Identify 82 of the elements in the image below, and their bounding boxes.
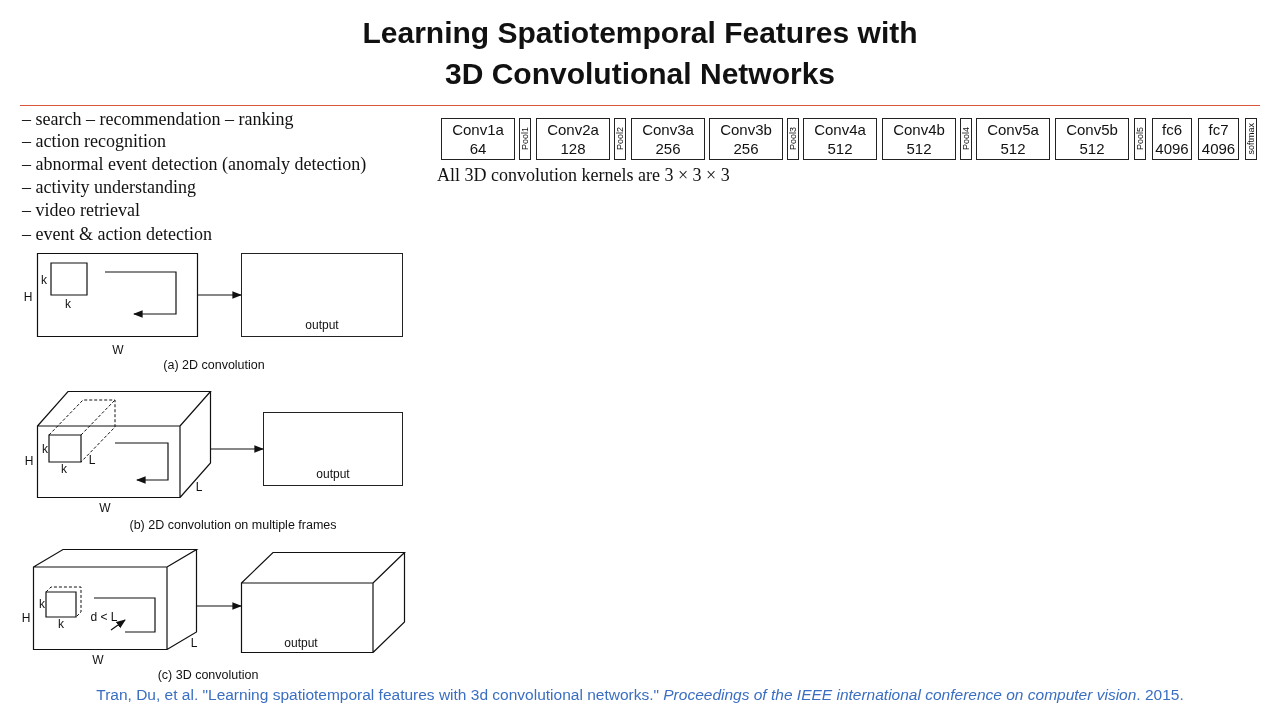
dimension-label: k [58, 617, 64, 631]
figure-caption: (a) 2D convolution [163, 358, 265, 372]
layer-name: Pool3 [788, 127, 798, 151]
layer-name: Pool4 [961, 127, 971, 151]
bullet-item: – activity understanding [22, 177, 196, 198]
output-label: output [305, 318, 339, 332]
bullet-item: – abnormal event detection (anomaly detection) [22, 154, 367, 175]
arrow [196, 602, 242, 610]
filter-count: 512 [906, 139, 932, 158]
dimension-label: k [65, 297, 71, 311]
layer-name: Conv4a [814, 120, 866, 139]
filter-count: 512 [1000, 139, 1026, 158]
layer-box [1134, 118, 1146, 160]
layer-box [536, 118, 610, 160]
dimension-label: H [21, 611, 31, 625]
layer-name: Conv3a [642, 120, 694, 139]
bullet-item: – search – recommendation – ranking [22, 109, 294, 130]
layer-box [882, 118, 956, 160]
filter-count: 512 [827, 139, 853, 158]
output-box [263, 412, 403, 486]
layer-name: Conv2a [547, 120, 599, 139]
output-volume [241, 552, 405, 653]
layer-name: Pool1 [520, 127, 530, 151]
dimension-label: k [41, 273, 47, 287]
layer-box [519, 118, 531, 160]
citation-text: Tran, Du, et al. "Learning spatiotemporal features with 3d convolutional networks." Proceedings of the IEEE international conference on computer vision. 2015. [95, 686, 1185, 704]
layer-name: softmax [1246, 123, 1256, 155]
layer-name: Pool5 [1135, 127, 1145, 151]
layer-box [441, 118, 515, 160]
output-label: output [316, 467, 350, 481]
bullet-item: – video retrieval [22, 200, 140, 221]
arrow [197, 291, 242, 299]
filter-count: 256 [655, 139, 681, 158]
dimension-label: d < L [90, 610, 118, 624]
dimension-label: L [195, 480, 203, 494]
input-volume [37, 391, 211, 498]
dimension-label: k [61, 462, 67, 476]
layer-box [1198, 118, 1239, 160]
filter-count: 64 [469, 139, 487, 158]
layer-name: Conv1a [452, 120, 504, 139]
dimension-label: L [190, 636, 198, 650]
input-frame [37, 253, 198, 337]
layer-box [1055, 118, 1129, 160]
layer-box [631, 118, 705, 160]
layer-box [803, 118, 877, 160]
layer-name: Conv3b [720, 120, 772, 139]
filter-count: 4096 [1201, 139, 1236, 158]
slide-title: Learning Spatiotemporal Features with 3D Convolutional Networks [361, 15, 919, 92]
arrow [210, 445, 264, 453]
filter-count: 4096 [1155, 139, 1189, 158]
layer-box [787, 118, 799, 160]
input-volume [33, 549, 197, 650]
dimension-label: W [92, 653, 104, 667]
dimension-label: L [88, 453, 96, 467]
layer-name: Conv5a [987, 120, 1039, 139]
layer-box [1245, 118, 1257, 160]
layer-box [960, 118, 972, 160]
layer-name: fc7 [1208, 120, 1229, 139]
layer-name: Pool2 [615, 127, 625, 151]
layer-box [614, 118, 626, 160]
layer-box [976, 118, 1050, 160]
dimension-label: H [24, 454, 34, 468]
layer-name: Conv4b [893, 120, 945, 139]
bullet-item: – event & action detection [22, 224, 212, 245]
figure-caption: (c) 3D convolution [157, 668, 259, 682]
bullet-item: – action recognition [22, 131, 166, 152]
layer-box [1152, 118, 1192, 160]
dimension-label: W [99, 501, 111, 515]
dimension-label: W [112, 343, 124, 357]
filter-count: 512 [1079, 139, 1105, 158]
layer-box [709, 118, 783, 160]
figure-caption: (b) 2D convolution on multiple frames [129, 518, 337, 532]
output-label: output [284, 636, 318, 650]
dimension-label: k [42, 442, 48, 456]
filter-count: 256 [733, 139, 759, 158]
layer-name: Conv5b [1066, 120, 1118, 139]
filter-count: 128 [560, 139, 586, 158]
output-box [241, 253, 403, 337]
dimension-label: H [23, 290, 33, 304]
dimension-label: k [39, 597, 45, 611]
note-text: All 3D convolution kernels are 3 × 3 × 3 [437, 165, 730, 186]
layer-name: fc6 [1162, 120, 1182, 139]
